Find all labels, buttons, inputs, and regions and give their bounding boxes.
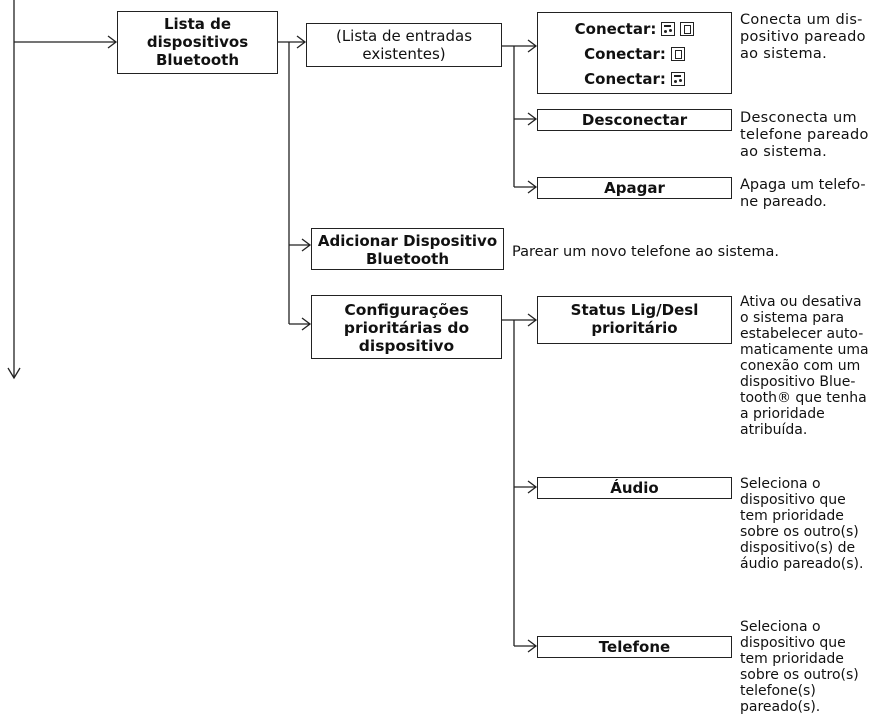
device-priority-settings-box: Configurações prioritárias do dispositiv…	[311, 295, 502, 359]
connect-box: Conectar: Conectar: Conectar:	[537, 12, 732, 94]
connect-row-both: Conectar:	[538, 16, 731, 41]
disconnect-label: Desconectar	[581, 111, 688, 129]
delete-label: Apagar	[604, 179, 665, 197]
node-line: Bluetooth	[365, 250, 450, 268]
music-icon	[670, 71, 685, 86]
existing-entries-box: (Lista de entradas existentes)	[306, 23, 502, 67]
connect-label: Conectar:	[584, 44, 666, 63]
add-device-description: Parear um novo telefone ao sistema.	[512, 244, 780, 260]
connect-row-audio: Conectar:	[538, 66, 731, 91]
disconnect-box: Desconectar	[537, 109, 732, 131]
add-bluetooth-device-box: Adicionar Dispositivo Bluetooth	[311, 228, 504, 270]
phone-box: Telefone	[537, 636, 732, 658]
node-line: dispositivo	[358, 337, 455, 355]
disconnect-description: Desconecta um telefone pareado ao sistem…	[740, 110, 869, 160]
phone-label: Telefone	[598, 638, 671, 656]
node-line: Configurações	[344, 301, 469, 319]
node-line: prioritárias do	[343, 319, 470, 337]
audio-label: Áudio	[610, 479, 659, 497]
connect-label: Conectar:	[584, 69, 666, 88]
node-line: prioritário	[591, 319, 678, 337]
priority-status-box: Status Lig/Desl prioritário	[537, 296, 732, 344]
node-line: Status Lig/Desl	[570, 301, 699, 319]
node-line: dispositivos	[146, 33, 249, 51]
delete-description: Apaga um telefo- ne pareado.	[740, 177, 866, 210]
node-line: (Lista de entradas	[335, 27, 473, 45]
node-line: Lista de	[163, 15, 232, 33]
audio-description: Seleciona o dispositivo que tem priorida…	[740, 476, 864, 572]
connect-label: Conectar:	[574, 19, 657, 38]
phone-icon	[670, 46, 685, 61]
music-icon	[661, 21, 676, 36]
priority-status-description: Ativa ou desativa o sistema para estabel…	[740, 294, 869, 438]
node-line: Bluetooth	[155, 51, 240, 69]
node-line: existentes)	[362, 45, 446, 63]
audio-box: Áudio	[537, 477, 732, 499]
node-line: Adicionar Dispositivo	[317, 232, 498, 250]
phone-icon	[680, 21, 695, 36]
delete-box: Apagar	[537, 177, 732, 199]
phone-description: Seleciona o dispositivo que tem priorida…	[740, 619, 859, 715]
connect-row-phone: Conectar:	[538, 41, 731, 66]
bluetooth-device-list-box: Lista de dispositivos Bluetooth	[117, 11, 278, 74]
connect-description: Conecta um dis- positivo pareado ao sist…	[740, 12, 866, 62]
